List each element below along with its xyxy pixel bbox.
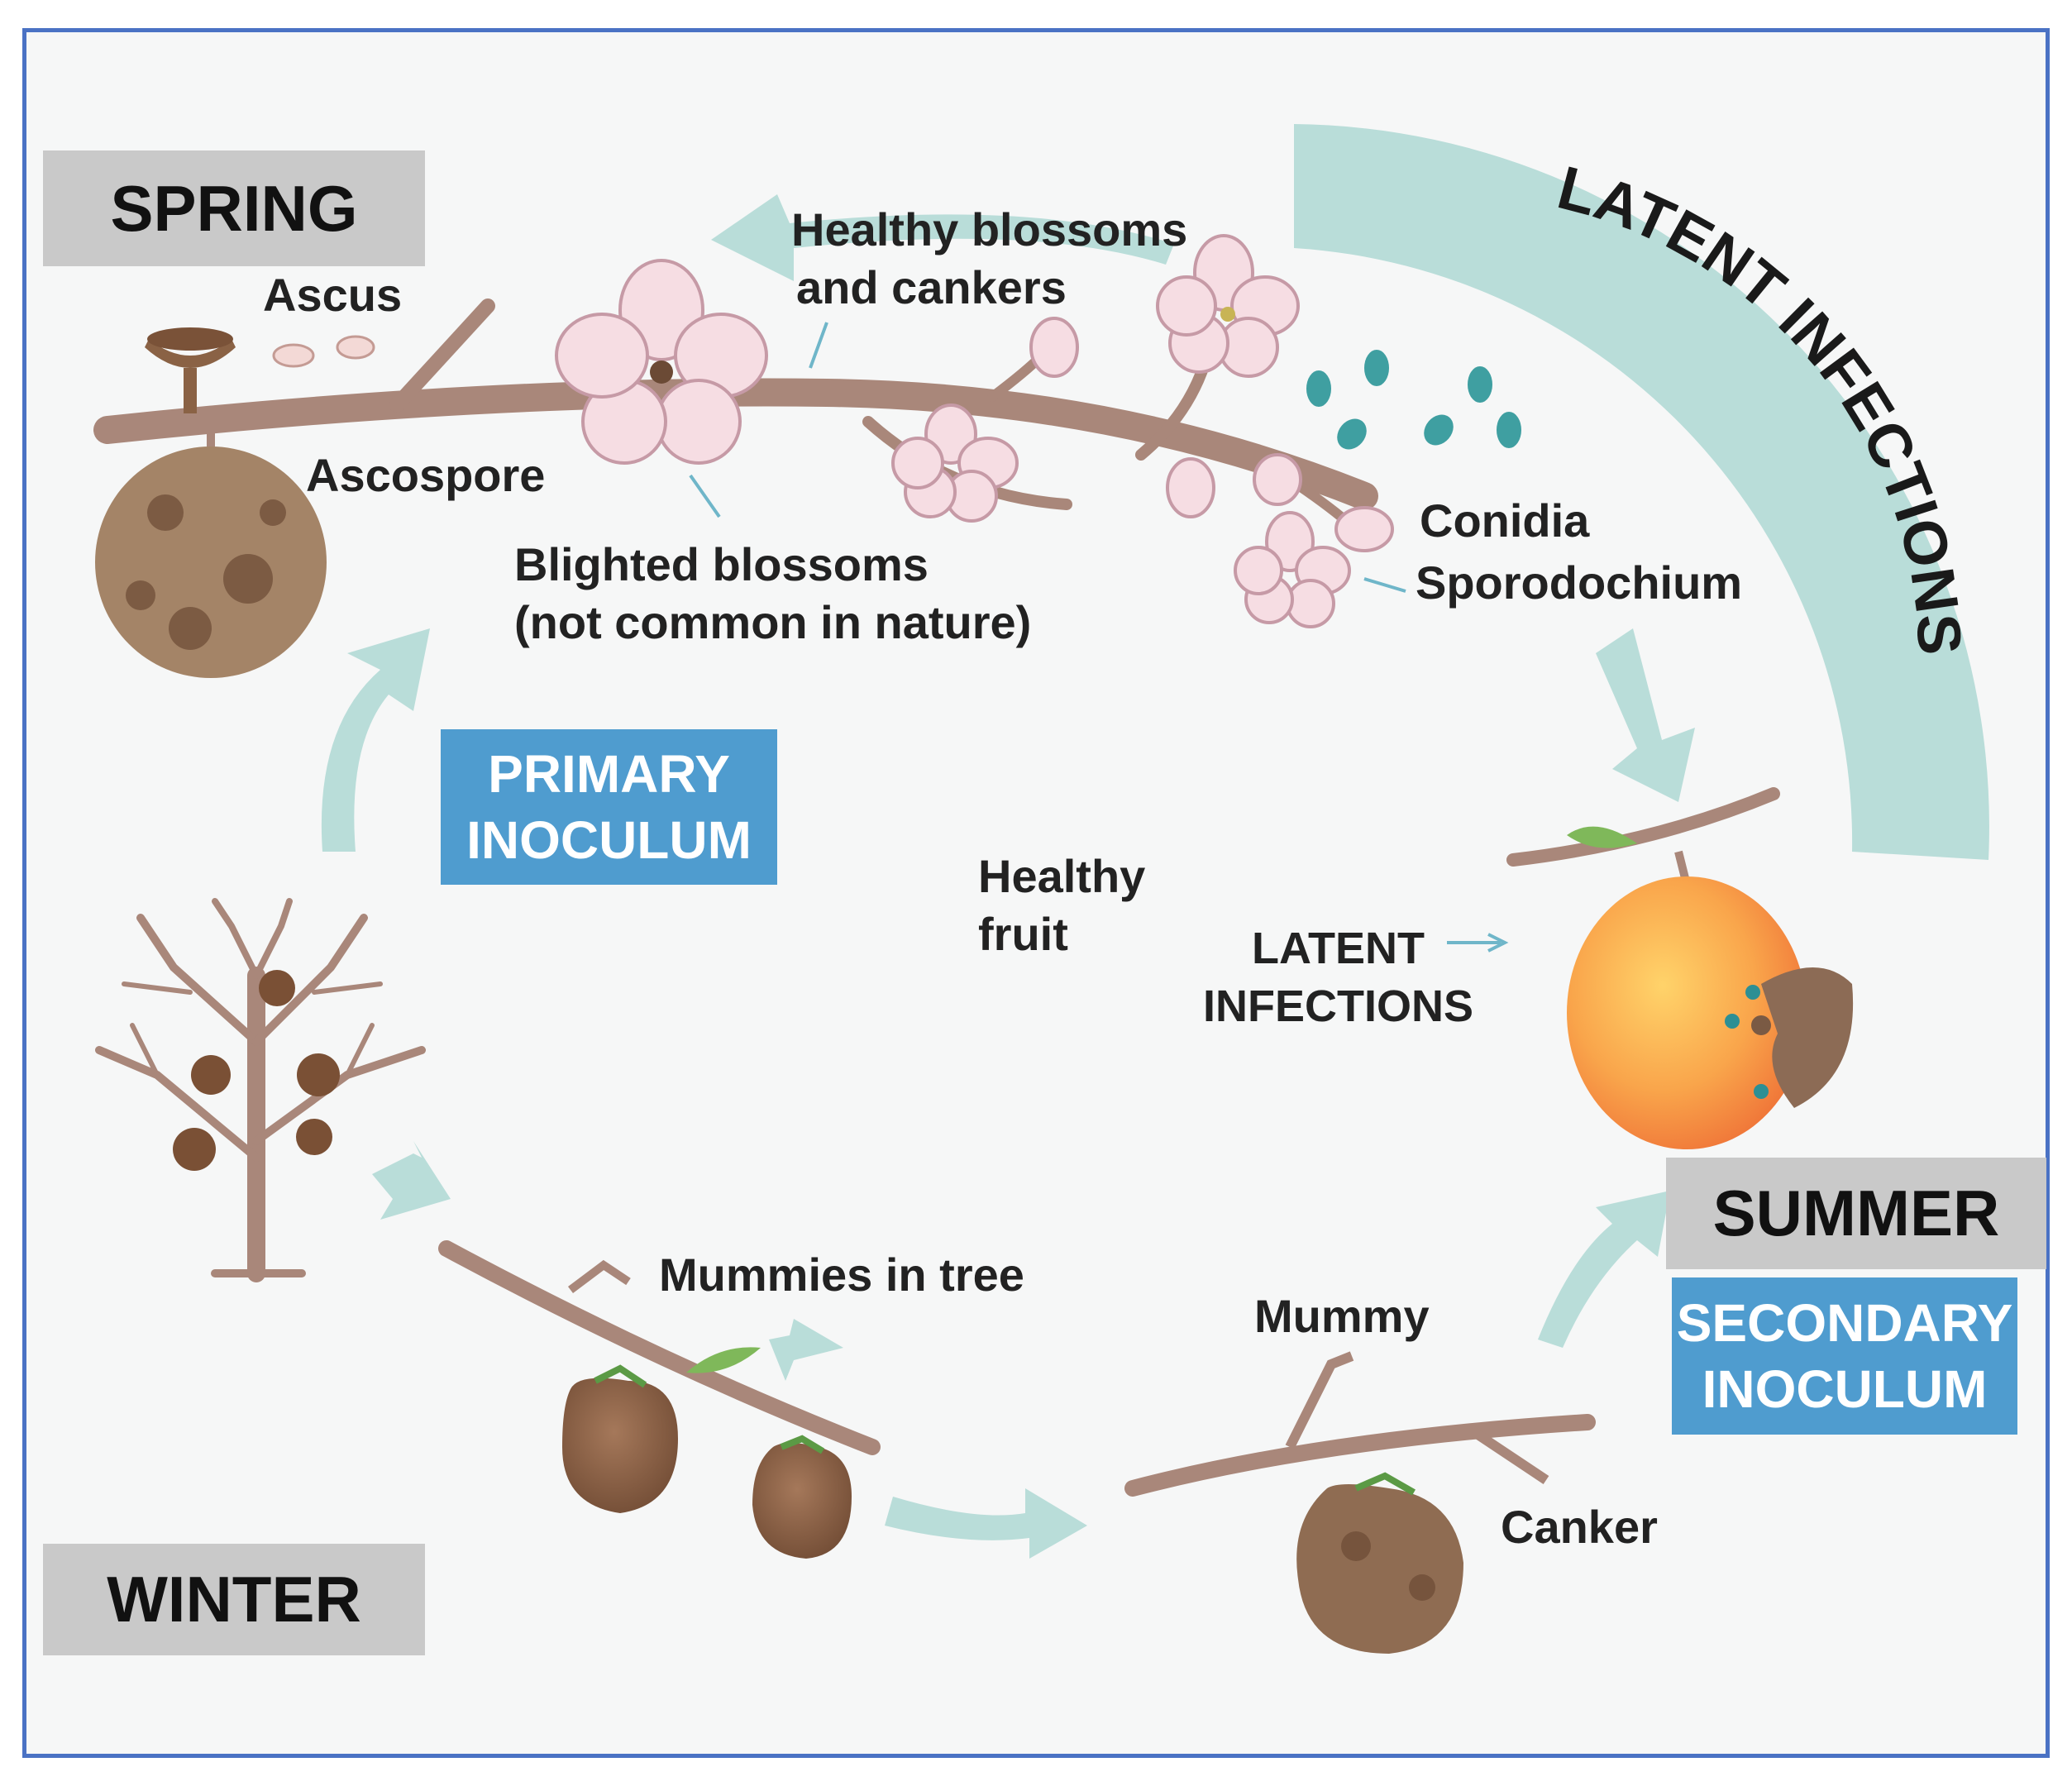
blossoms: [555, 234, 1394, 628]
mummy-branch: [438, 1240, 881, 1559]
arrow-to-peach: [1596, 628, 1695, 802]
season-summer: SUMMER: [1666, 1158, 2046, 1269]
label-mummy: Mummy: [1254, 1290, 1430, 1342]
secondary-inoculum-line2: INOCULUM: [1702, 1359, 1988, 1419]
label-canker: Canker: [1501, 1501, 1658, 1553]
arrow-bottom-right: [885, 1488, 1087, 1559]
label-blighted-blossoms-line1: Blighted blossoms: [514, 538, 929, 590]
label-sporodochium: Sporodochium: [1416, 556, 1743, 609]
label-mummies-in-tree: Mummies in tree: [659, 1249, 1024, 1301]
season-spring: SPRING: [43, 150, 425, 266]
label-blighted-blossoms: Blighted blossoms (not common in nature): [514, 536, 1031, 652]
label-healthy-fruit-line2: fruit: [978, 908, 1068, 960]
ascospore-icon: [336, 335, 375, 360]
label-healthy-fruit: Healthy fruit: [978, 848, 1145, 963]
label-conidia: Conidia: [1420, 494, 1590, 547]
label-healthy-blossoms-line1: Healthy blossoms: [791, 203, 1188, 255]
season-winter: WINTER: [43, 1544, 425, 1655]
label-ascospore: Ascospore: [306, 449, 546, 501]
apothecium: [145, 327, 236, 413]
cycle-arrows: [321, 194, 1695, 1559]
arrow-secondary-up: [1538, 1191, 1670, 1348]
label-healthy-fruit-line1: Healthy: [978, 850, 1146, 902]
arrow-primary-up: [321, 628, 430, 852]
leader-lines: [689, 322, 1509, 953]
arrow-mummies-right: [769, 1319, 843, 1381]
spring-mummy-fruit: [95, 430, 327, 678]
summer-peach: [1506, 787, 1854, 1149]
secondary-inoculum-box: SECONDARY INOCULUM: [1672, 1277, 2017, 1435]
label-healthy-blossoms: Healthy blossoms and cankers: [791, 201, 1187, 317]
arrow-tree-to-branch: [372, 1141, 451, 1220]
label-latent-infections-center: LATENT INFECTIONS: [1203, 919, 1473, 1035]
ascospore-icon: [272, 343, 315, 368]
primary-inoculum-line1: PRIMARY: [488, 744, 730, 804]
secondary-inoculum-line1: SECONDARY: [1676, 1293, 2013, 1353]
label-blighted-blossoms-line2: (not common in nature): [514, 596, 1032, 648]
label-latent-infections-line2: INFECTIONS: [1203, 981, 1474, 1031]
label-latent-infections-line1: LATENT: [1252, 924, 1425, 973]
arrow-blossoms-left: [711, 194, 1174, 281]
tree-mummies: [173, 970, 340, 1171]
conidia: [1306, 350, 1521, 450]
canker-branch: [1124, 1351, 1596, 1654]
latent-infections-arc: [1294, 124, 1989, 860]
label-healthy-blossoms-line2: and cankers: [796, 261, 1067, 313]
blighted-blossom-icon: [555, 259, 768, 465]
primary-inoculum-line2: INOCULUM: [466, 810, 752, 870]
winter-tree: [95, 898, 426, 1282]
label-ascus: Ascus: [263, 269, 403, 321]
primary-inoculum-box: PRIMARY INOCULUM: [441, 729, 777, 885]
